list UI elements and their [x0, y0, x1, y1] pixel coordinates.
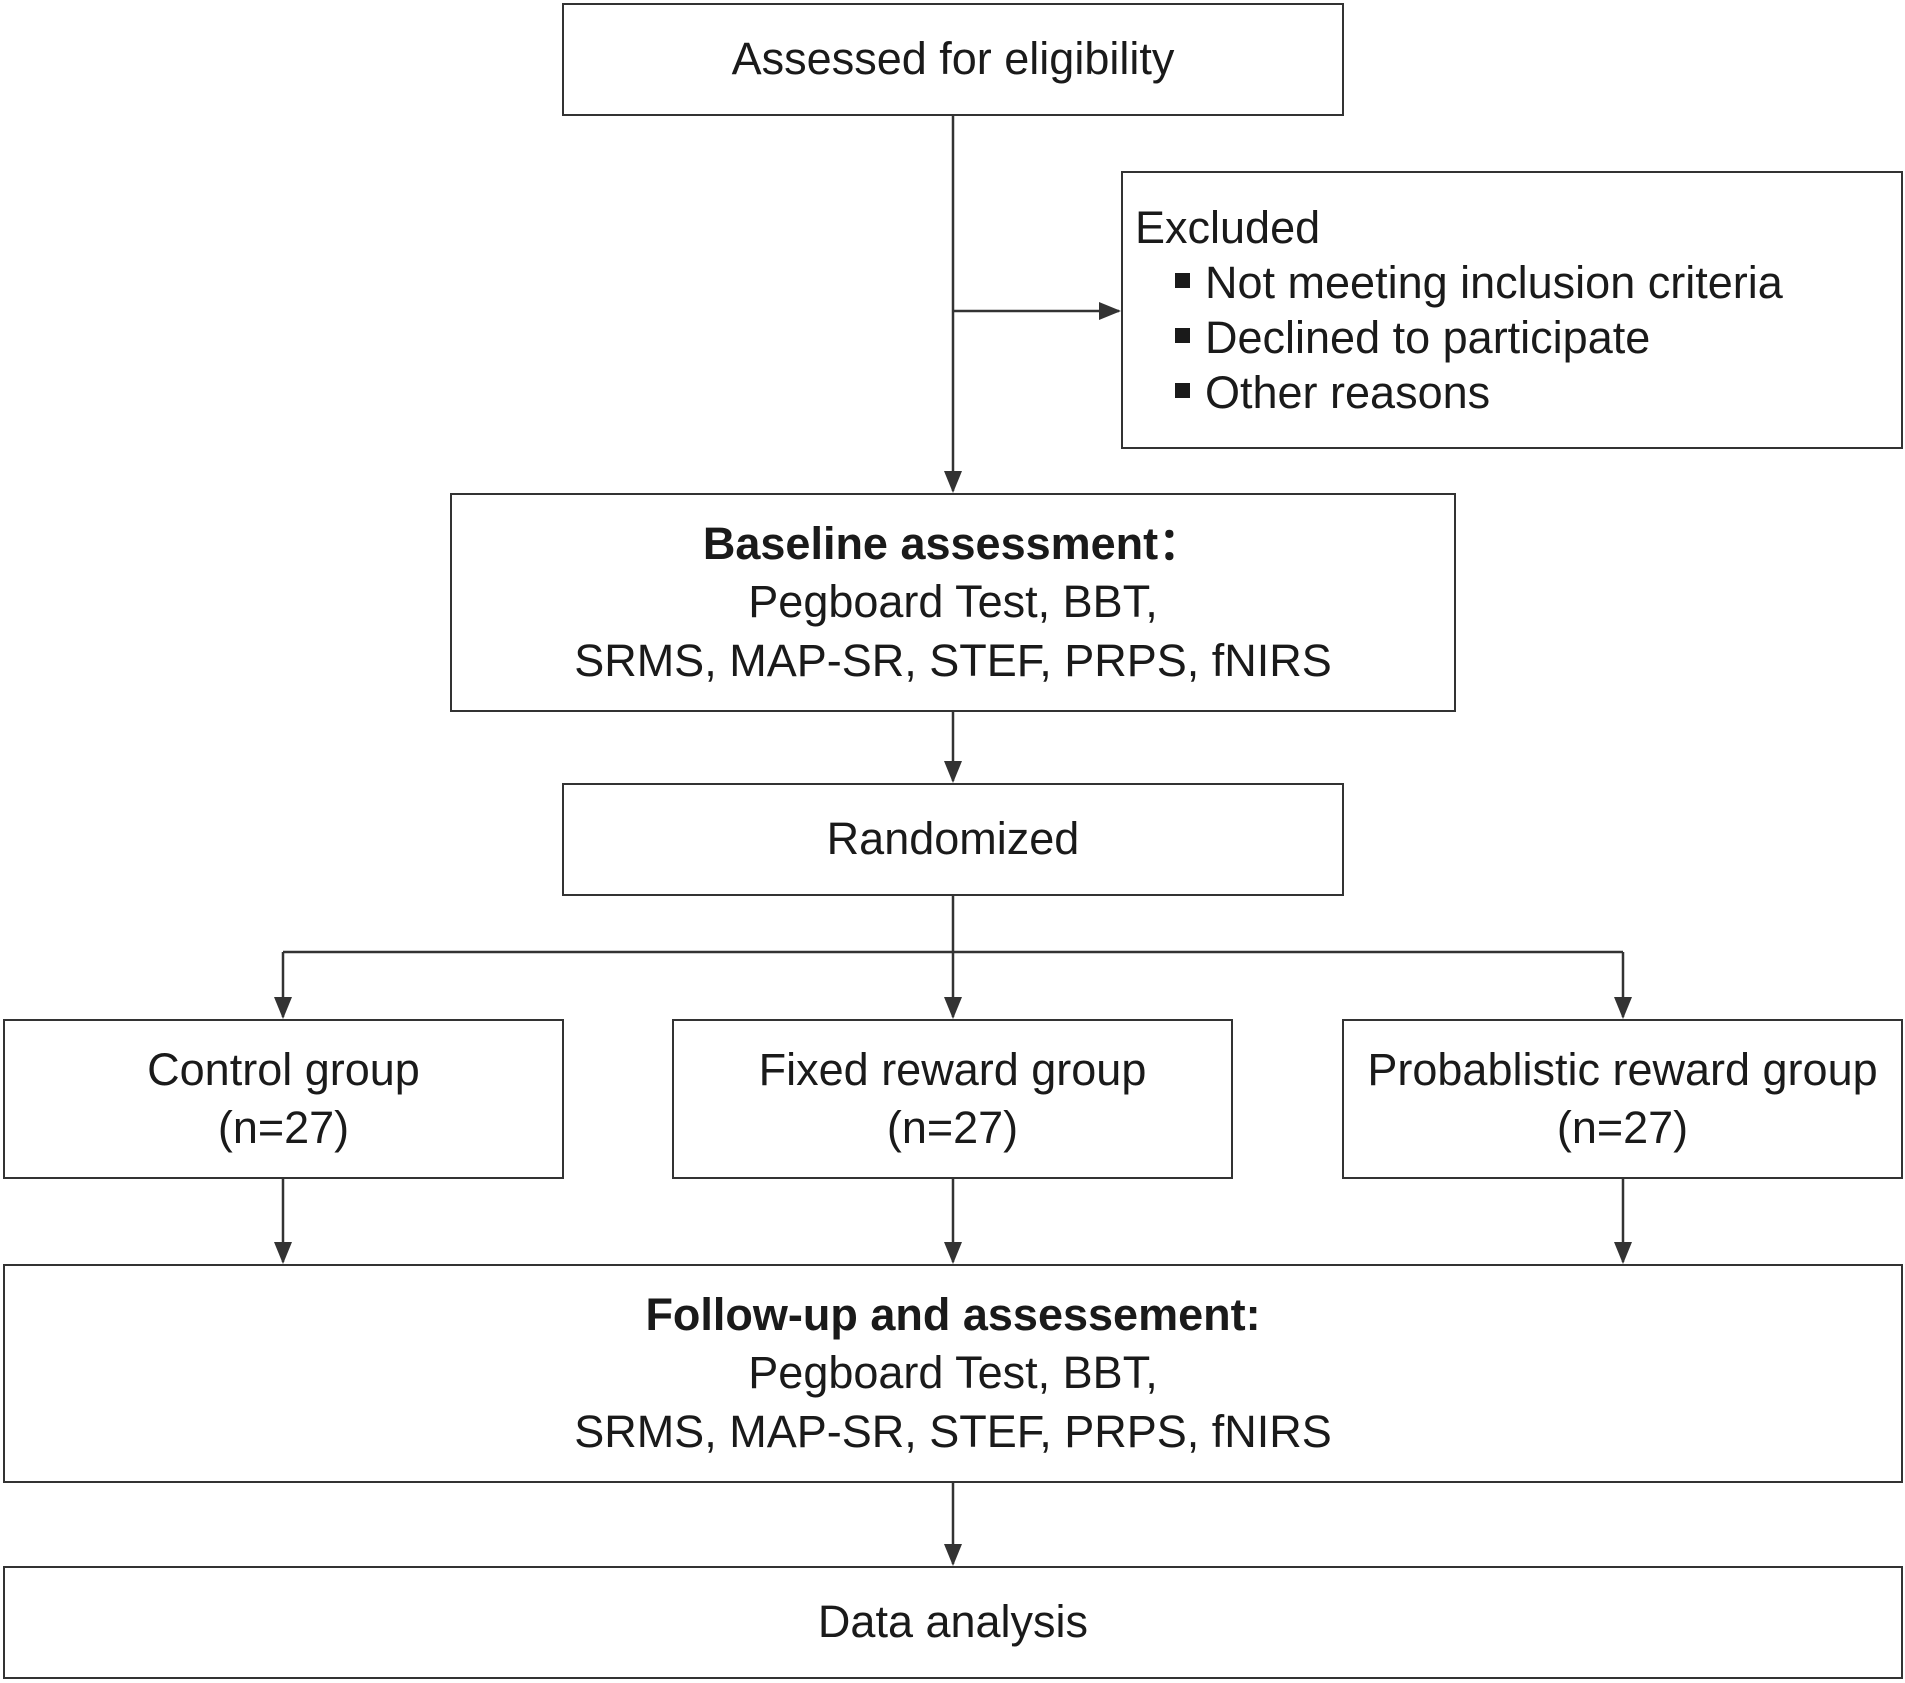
control-group-box: Control group (n=27) — [3, 1019, 564, 1179]
data-analysis-box: Data analysis — [3, 1566, 1903, 1679]
group-name: Control group — [147, 1043, 420, 1095]
group-name: Fixed reward group — [758, 1043, 1147, 1095]
randomized-label: Randomized — [826, 813, 1080, 865]
baseline-line2: SRMS, MAP-SR, STEF, PRPS, fNIRS — [574, 634, 1332, 686]
square-bullet-icon — [1175, 327, 1190, 343]
assessed-box: Assessed for eligibility — [562, 3, 1344, 116]
followup-line2: SRMS, MAP-SR, STEF, PRPS, fNIRS — [574, 1405, 1332, 1457]
analysis-label: Data analysis — [817, 1596, 1089, 1648]
excluded-title: Excluded — [1135, 202, 1321, 253]
square-bullet-icon — [1175, 382, 1190, 398]
probablistic-reward-group-box: Probablistic reward group (n=27) — [1342, 1019, 1903, 1179]
randomized-box: Randomized — [562, 783, 1344, 896]
group-count: (n=27) — [886, 1102, 1019, 1153]
assessed-label: Assessed for eligibility — [731, 33, 1175, 85]
square-bullet-icon — [1175, 272, 1190, 288]
excluded-item: Declined to participate — [1175, 311, 1783, 366]
followup-title: Follow-up and assessement: — [645, 1288, 1261, 1340]
followup-box: Follow-up and assessement: Pegboard Test… — [3, 1264, 1903, 1483]
group-count: (n=27) — [1556, 1102, 1689, 1153]
group-count: (n=27) — [217, 1102, 350, 1153]
excluded-item: Other reasons — [1175, 366, 1783, 421]
excluded-item: Not meeting inclusion criteria — [1175, 256, 1783, 311]
fixed-reward-group-box: Fixed reward group (n=27) — [672, 1019, 1233, 1179]
excluded-list: Not meeting inclusion criteria Declined … — [1135, 256, 1783, 421]
excluded-box: Excluded Not meeting inclusion criteria … — [1121, 171, 1903, 449]
followup-line1: Pegboard Test, BBT, — [748, 1347, 1158, 1399]
baseline-line1: Pegboard Test, BBT, — [748, 576, 1158, 628]
group-name: Probablistic reward group — [1367, 1043, 1878, 1095]
baseline-title: Baseline assessment： — [702, 517, 1204, 569]
baseline-box: Baseline assessment： Pegboard Test, BBT,… — [450, 493, 1456, 712]
